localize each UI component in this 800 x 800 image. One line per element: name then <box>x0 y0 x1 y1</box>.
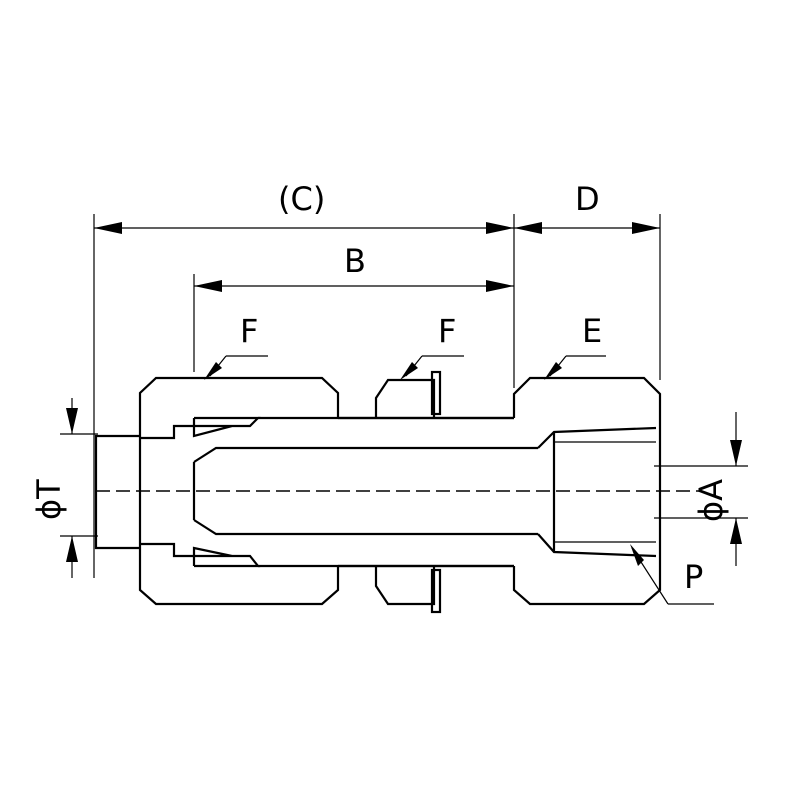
bore-bottom <box>193 519 538 536</box>
label-dim-a: ϕA <box>692 479 730 522</box>
tube-outline <box>94 434 140 550</box>
label-callout-p: P <box>684 558 703 596</box>
arrowhead-a-top <box>730 440 742 466</box>
label-dim-d: D <box>575 180 600 218</box>
arrowhead-t-top <box>66 408 78 434</box>
middle-washer-bottom <box>430 568 442 614</box>
left-nut-bore-top <box>140 418 196 440</box>
right-body-outline <box>512 376 662 606</box>
labels: (C) D B F F E P ϕT ϕA <box>30 180 730 596</box>
ferrule-top <box>192 416 261 438</box>
arrowhead-t-bottom <box>66 536 78 562</box>
callout-leaders <box>204 355 714 605</box>
bore-top <box>193 446 538 463</box>
arrowhead-b-right <box>486 280 514 292</box>
ferrule-bottom <box>192 546 261 568</box>
arrowhead-c-left <box>94 222 122 234</box>
port-top <box>537 426 657 449</box>
leader-f2-arrow <box>400 362 418 380</box>
dimension-lines <box>60 214 748 578</box>
left-nut-bore-bottom <box>140 542 196 566</box>
arrowhead-d-right <box>632 222 660 234</box>
label-callout-f1: F <box>240 312 258 350</box>
label-callout-e: E <box>582 312 602 350</box>
arrowhead-d-left <box>514 222 542 234</box>
arrowhead-b-left <box>194 280 222 292</box>
label-dim-b: B <box>344 242 366 280</box>
port-bottom <box>537 533 657 558</box>
arrowhead-a-bottom <box>730 518 742 544</box>
arrowhead-c-right <box>486 222 514 234</box>
middle-hex-bottom <box>374 566 436 606</box>
fitting-body <box>94 370 700 614</box>
leader-e-arrow <box>544 362 562 380</box>
leader-f1-arrow <box>204 362 222 380</box>
middle-hex-top <box>374 378 436 418</box>
leader-p-arrow <box>630 544 644 566</box>
label-dim-c: (C) <box>278 180 325 218</box>
middle-washer-top <box>430 370 442 416</box>
label-dim-t: ϕT <box>30 479 68 520</box>
label-callout-f2: F <box>438 312 456 350</box>
